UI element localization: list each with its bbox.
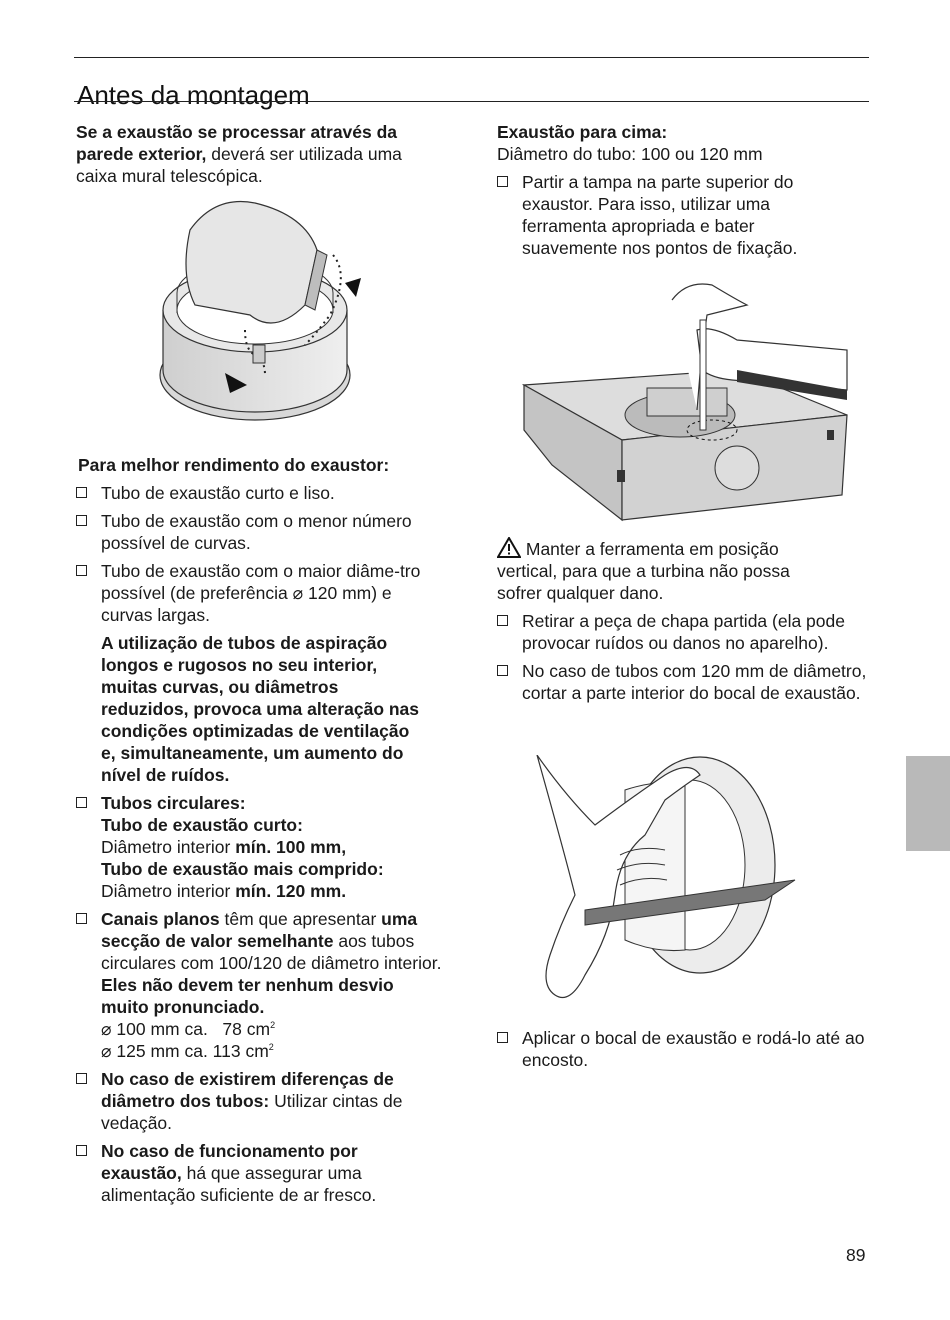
warning-icon: [496, 536, 522, 558]
checkbox-icon: [76, 515, 87, 526]
left-column: Se a exaustão se processar através da pa…: [76, 121, 448, 187]
page-title: Antes da montagem: [77, 80, 310, 111]
checkbox-icon: [76, 565, 87, 576]
chapter-tab: [906, 756, 950, 851]
intro-paragraph: Se a exaustão se processar através da pa…: [76, 122, 402, 186]
checkbox-icon: [497, 615, 508, 626]
caution-note: Manter a ferramenta em posição vertical,…: [496, 536, 790, 603]
right-column-lower: Aplicar o bocal de exaustão e rodá-lo at…: [497, 1027, 867, 1071]
title-rule: [74, 101, 869, 102]
exhaust-operation-item: No caso de funcionamento por exaustão, h…: [76, 1140, 421, 1206]
best-heading: Para melhor rendimento do exaustor:: [78, 455, 390, 475]
checkbox-icon: [76, 487, 87, 498]
list-item: Partir a tampa na parte superior do exau…: [497, 171, 837, 259]
checkbox-icon: [76, 797, 87, 808]
nozzle-illustration: [536, 755, 796, 999]
checkbox-icon: [76, 1145, 87, 1156]
upward-exhaust-heading: Exaustão para cima:: [497, 122, 668, 142]
checkbox-icon: [76, 913, 87, 924]
checkbox-icon: [497, 176, 508, 187]
list-item: Tubo de exaustão com o maior diâme-tro p…: [76, 560, 446, 626]
diameter-difference-item: No caso de existirem diferenças de diâme…: [76, 1068, 446, 1134]
page-number: 89: [846, 1245, 866, 1265]
right-column-middle: Manter a ferramenta em posição vertical,…: [496, 536, 867, 704]
flat-channels-item: Canais planos têm que apresentar uma sec…: [76, 908, 446, 1062]
right-column: Exaustão para cima: Diâmetro do tubo: 10…: [497, 121, 867, 259]
wall-box-illustration: [159, 200, 361, 421]
tube-diameter: Diâmetro do tubo: 100 ou 120 mm: [497, 144, 763, 164]
list-item: Tubo de exaustão curto e liso.: [76, 482, 448, 504]
checkbox-icon: [497, 1032, 508, 1043]
warning-bold-text: A utilização de tubos de aspiração longo…: [101, 633, 420, 785]
list-item: Aplicar o bocal de exaustão e rodá-lo at…: [497, 1027, 867, 1071]
checkbox-icon: [76, 1073, 87, 1084]
hood-illustration: [522, 283, 848, 522]
list-item: No caso de tubos com 120 mm de diâmetro,…: [497, 660, 867, 704]
top-rule: [74, 57, 869, 58]
circular-tubes-item: Tubos circulares: Tubo de exaustão curto…: [76, 792, 448, 902]
checkbox-icon: [497, 665, 508, 676]
list-item: Retirar a peça de chapa partida (ela pod…: [497, 610, 857, 654]
list-item: Tubo de exaustão com o menor número poss…: [76, 510, 436, 554]
left-column-lower: Para melhor rendimento do exaustor: Tubo…: [76, 454, 448, 1206]
